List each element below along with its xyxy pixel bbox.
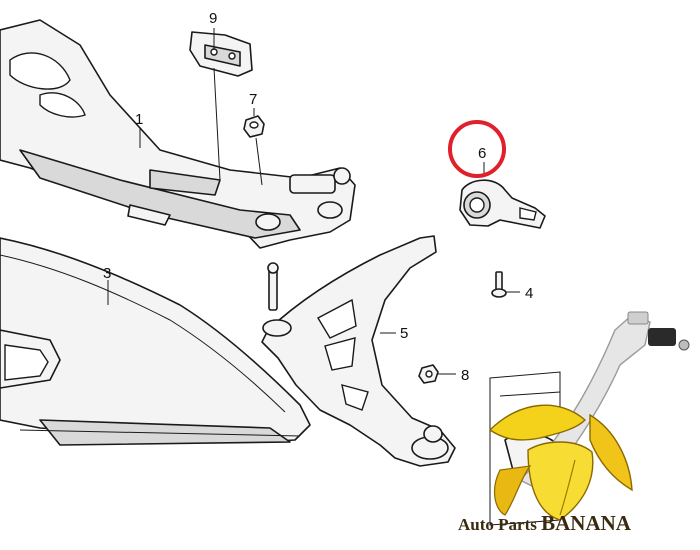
callout-1: 1 bbox=[135, 111, 143, 128]
callout-3: 3 bbox=[103, 265, 111, 282]
rubber-mount-part bbox=[459, 179, 546, 229]
watermark-text: Auto Parts BANANA bbox=[458, 511, 632, 535]
ball-joint-stud bbox=[267, 262, 279, 311]
callout-4: 4 bbox=[525, 285, 533, 302]
highlight-ring bbox=[448, 120, 506, 178]
callout-8: 8 bbox=[461, 367, 469, 384]
nut-part-8 bbox=[418, 364, 439, 384]
leader-lines bbox=[107, 28, 520, 375]
underbody-guard-part bbox=[0, 237, 311, 446]
nut-part-7 bbox=[243, 115, 265, 138]
control-arm-part bbox=[261, 235, 456, 467]
callout-labels: 1 3 4 5 6 7 8 9 bbox=[103, 10, 533, 384]
callout-9: 9 bbox=[209, 10, 217, 27]
axle-carrier-part bbox=[0, 19, 356, 249]
watermark-banana: BANANA bbox=[541, 511, 632, 535]
bolt-part-4 bbox=[491, 271, 507, 298]
bracket-part bbox=[189, 31, 253, 77]
callout-7: 7 bbox=[249, 91, 257, 108]
banana-logo-icon bbox=[488, 404, 633, 521]
watermark-auto-parts: Auto Parts bbox=[458, 515, 541, 534]
callout-6: 6 bbox=[478, 145, 486, 162]
callout-5: 5 bbox=[400, 325, 408, 342]
